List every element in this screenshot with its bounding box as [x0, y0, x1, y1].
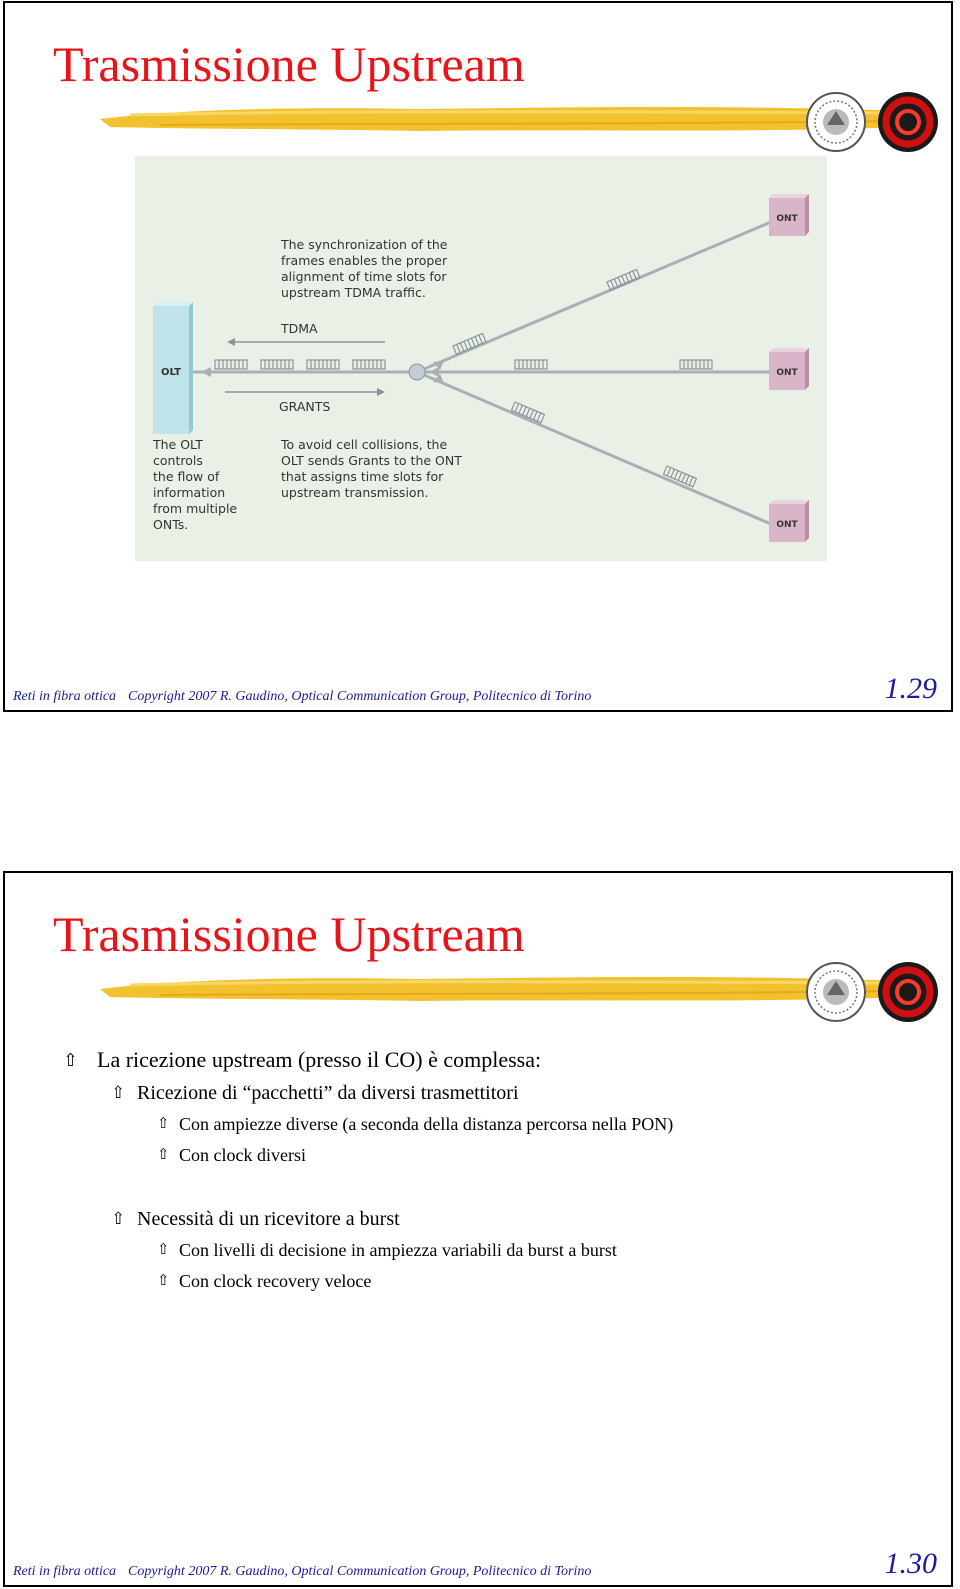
frame-icon [260, 359, 294, 370]
frame-icon [606, 268, 641, 292]
bullet-arrow-icon: ⇧ [157, 1242, 170, 1258]
frame-icon [662, 465, 698, 488]
tdma-arrow-head [227, 338, 235, 346]
diagram-background [135, 156, 827, 561]
bullet-text: Con clock recovery veloce [179, 1271, 372, 1291]
ont-label: ONT [776, 520, 798, 530]
fiber-to-ont-bottom [416, 370, 772, 526]
svg-text:controls: controls [153, 453, 203, 468]
ont-node-bottom: ONT [769, 500, 809, 542]
pon-upstream-diagram: OLT ONT ONT ONT [135, 156, 827, 561]
bullet-item: ⇧ Con livelli di decisione in ampiezza v… [55, 1235, 931, 1266]
course-name: Reti in fibra ottica [13, 689, 117, 704]
svg-text:upstream TDMA traffic.: upstream TDMA traffic. [281, 285, 426, 300]
svg-text:from multiple: from multiple [153, 501, 237, 516]
svg-text:ONTs.: ONTs. [153, 517, 188, 532]
group-logo [878, 92, 938, 152]
frame-icon [214, 359, 248, 370]
ont-label: ONT [776, 214, 798, 224]
course-name: Reti in fibra ottica [13, 1564, 117, 1579]
ont-node-top: ONT [769, 194, 809, 236]
frame-icon [679, 359, 713, 370]
bullet-text: Con ampiezze diverse (a seconda della di… [179, 1114, 674, 1134]
bullet-text: Ricezione di “pacchetti” da diversi tras… [137, 1082, 519, 1104]
ont-node-middle: ONT [769, 348, 809, 390]
frame-icon [452, 332, 487, 356]
sync-caption: The synchronization of the frames enable… [280, 237, 448, 300]
bullet-text: Con livelli di decisione in ampiezza var… [179, 1240, 617, 1260]
slide-footer: Reti in fibra ottica Copyright 2007 R. Ga… [13, 689, 591, 705]
svg-text:information: information [153, 485, 225, 500]
svg-text:alignment of time slots for: alignment of time slots for [281, 269, 447, 284]
svg-text:To avoid cell collisions, the: To avoid cell collisions, the [280, 437, 447, 452]
slide-2: Trasmissione Upstream ⇧ La ricezione ups… [3, 871, 953, 1587]
slide-1: Trasmissione Upstream [3, 1, 953, 712]
frame-icon [514, 359, 548, 370]
arrow-to-splitter-middle [429, 367, 439, 377]
bullet-item: ⇧ La ricezione upstream (presso il CO) è… [55, 1043, 931, 1077]
title-brush-stroke [100, 977, 910, 1001]
bullet-text: Necessità di un ricevitore a burst [137, 1208, 400, 1230]
arrow-to-olt [201, 367, 211, 377]
olt-label: OLT [161, 367, 181, 378]
splitter-icon [408, 363, 426, 381]
ont-label: ONT [776, 368, 798, 378]
arrow-to-splitter-bottom [433, 374, 444, 383]
svg-text:the flow of: the flow of [153, 469, 220, 484]
bullet-arrow-icon: ⇧ [157, 1273, 170, 1289]
tdma-label: TDMA [280, 321, 318, 336]
bullet-arrow-icon: ⇧ [63, 1050, 79, 1070]
bullet-text: Con clock diversi [179, 1145, 306, 1165]
group-logo [878, 962, 938, 1022]
svg-text:The synchronization of the: The synchronization of the [280, 237, 448, 252]
svg-text:upstream transmission.: upstream transmission. [281, 485, 428, 500]
frame-icon [306, 359, 340, 370]
title-brush-stroke [100, 107, 910, 131]
svg-text:frames enables the proper: frames enables the proper [281, 253, 448, 268]
frame-icon [510, 401, 546, 424]
bullet-item: ⇧ Necessità di un ricevitore a burst [55, 1203, 931, 1235]
olt-node: OLT [153, 302, 193, 434]
fiber-to-ont-top [416, 220, 772, 374]
svg-text:OLT sends Grants to the ONT: OLT sends Grants to the ONT [281, 453, 462, 468]
bullet-arrow-icon: ⇧ [111, 1083, 126, 1102]
olt-caption: The OLT controls the flow of information… [152, 437, 237, 532]
slide-number: 1.30 [884, 1547, 938, 1580]
bullet-text: La ricezione upstream (presso il CO) è c… [97, 1047, 542, 1072]
slide-footer: Reti in fibra ottica Copyright 2007 R. Ga… [13, 1564, 591, 1580]
bullet-item: ⇧ Con clock recovery veloce [55, 1266, 931, 1297]
university-seal-logo [806, 962, 866, 1022]
university-seal-logo [806, 92, 866, 152]
arrow-to-splitter-top [433, 361, 444, 370]
frame-icon [352, 359, 386, 370]
bullet-item: ⇧ Ricezione di “pacchetti” da diversi tr… [55, 1077, 931, 1109]
slide-number: 1.29 [884, 672, 938, 705]
bullet-list: ⇧ La ricezione upstream (presso il CO) è… [55, 1043, 931, 1297]
bullet-arrow-icon: ⇧ [157, 1116, 170, 1132]
bullet-item: ⇧ Con clock diversi [55, 1140, 931, 1171]
slide-title: Trasmissione Upstream [53, 36, 525, 92]
copyright: Copyright 2007 R. Gaudino, Optical Commu… [128, 1564, 592, 1579]
bullet-item: ⇧ Con ampiezze diverse (a seconda della … [55, 1109, 931, 1140]
grants-label: GRANTS [279, 399, 330, 414]
svg-text:The OLT: The OLT [152, 437, 203, 452]
copyright: Copyright 2007 R. Gaudino, Optical Commu… [128, 689, 592, 704]
bullet-arrow-icon: ⇧ [111, 1209, 126, 1228]
grants-caption: To avoid cell collisions, the OLT sends … [280, 437, 462, 500]
grants-arrow-head [377, 388, 385, 396]
svg-text:that assigns time slots for: that assigns time slots for [281, 469, 444, 484]
bullet-arrow-icon: ⇧ [157, 1147, 170, 1163]
slide-title: Trasmissione Upstream [53, 906, 525, 962]
